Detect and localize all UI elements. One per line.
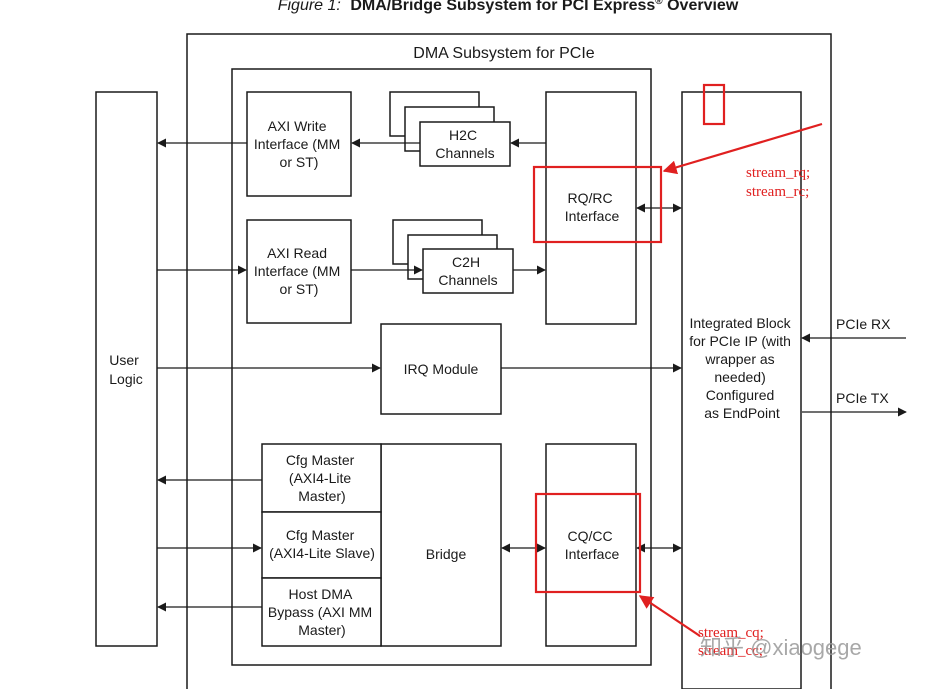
connection-arrows xyxy=(157,138,907,612)
irq-module-label: IRQ Module xyxy=(404,361,479,377)
pcie-tx-label: PCIe TX xyxy=(836,390,889,406)
host-dma-bypass-block xyxy=(261,577,382,647)
bridge-block xyxy=(380,443,502,647)
h2c-channels-label: H2C Channels xyxy=(435,127,494,161)
c2h-channels-stack xyxy=(392,219,514,294)
caption-reg-mark: ® xyxy=(655,0,663,7)
user-logic-block xyxy=(95,91,158,647)
axi-read-interface-label: AXI Read Interface (MM or ST) xyxy=(254,245,344,297)
axi-write-interface-label: AXI Write Interface (MM or ST) xyxy=(254,118,344,170)
dma-inner-frame xyxy=(231,68,652,666)
host-dma-bypass-label: Host DMA Bypass (AXI MM Master) xyxy=(268,586,376,638)
axi-write-interface-block xyxy=(246,91,352,197)
dma-subsystem-frame xyxy=(186,33,832,689)
subsystem-title: DMA Subsystem for PCIe xyxy=(413,45,594,62)
integrated-port-highlight-box xyxy=(702,83,726,126)
figure-caption: Figure 1: DMA/Bridge Subsystem for PCI E… xyxy=(278,0,739,14)
cfg-slave-label: Cfg Master (AXI4-Lite Slave) xyxy=(269,527,375,561)
h2c-channels-stack xyxy=(389,91,511,167)
c2h-channels-label: C2H Channels xyxy=(438,254,497,288)
irq-module-block xyxy=(380,323,502,415)
rq-rc-interface-block xyxy=(545,91,637,325)
watermark-text: 知乎 @xiaogege xyxy=(700,635,862,660)
caption-suffix: Overview xyxy=(663,0,739,14)
rq-rc-highlight-box xyxy=(532,165,663,244)
user-logic-label: User Logic xyxy=(109,352,142,387)
caption-prefix: Figure 1: xyxy=(278,0,341,14)
cq-cc-interface-label: CQ/CC Interface xyxy=(565,528,620,562)
cq-cc-signals-annotation: stream_cq; stream_cc; xyxy=(698,625,768,659)
rq-rc-interface-label: RQ/RC Interface xyxy=(565,190,620,224)
integrated-block-label: Integrated Block for PCIe IP (with wrapp… xyxy=(689,315,795,421)
rq-rc-signals-annotation: stream_rq; stream_rc; xyxy=(746,165,814,200)
bridge-label: Bridge xyxy=(426,546,467,562)
cfg-master-block xyxy=(261,443,382,513)
cfg-master-label: Cfg Master (AXI4-Lite Master) xyxy=(286,452,358,504)
caption-title: DMA/Bridge Subsystem for PCI Express xyxy=(350,0,655,14)
cfg-slave-block xyxy=(261,511,382,579)
cq-cc-highlight-box xyxy=(534,492,642,594)
axi-read-interface-block xyxy=(246,219,352,324)
red-arrow-to-rq-rc xyxy=(662,122,823,175)
pcie-rx-label: PCIe RX xyxy=(836,316,891,332)
cq-cc-interface-block xyxy=(545,443,637,647)
red-arrow-to-cq-cc xyxy=(638,595,701,637)
integrated-block-pcie-ip xyxy=(681,91,802,689)
